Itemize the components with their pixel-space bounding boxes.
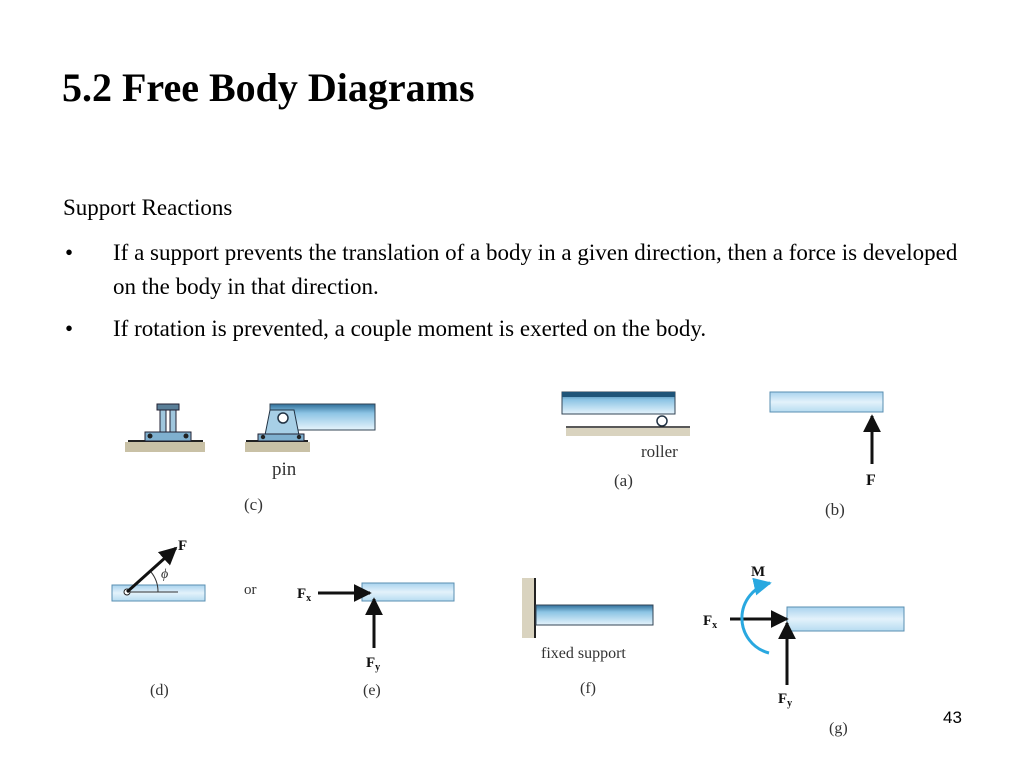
pin-fbd-resultant: [111, 546, 206, 602]
moment-m-label: M: [751, 564, 765, 580]
bullet-marker: •: [65, 240, 74, 265]
slide-title: 5.2 Free Body Diagrams: [62, 65, 475, 110]
figure-g-label: (g): [829, 720, 848, 737]
roller-fbd-beam: [769, 391, 884, 464]
figure-b-label: (b): [825, 500, 845, 519]
angle-phi-label: ϕ: [161, 567, 168, 582]
ground-hatch: [245, 442, 310, 452]
pin-fbd-components: [318, 582, 455, 648]
angle-arc: [150, 571, 159, 593]
moment-arrow: [740, 577, 772, 655]
roller-label: roller: [641, 442, 678, 461]
roller-support-beam: [561, 391, 690, 436]
ground-hatch: [125, 442, 205, 452]
figure-c-label: (c): [244, 495, 263, 514]
fx-label: Fx: [703, 613, 717, 631]
bullet-list: • If a support prevents the translation …: [63, 236, 963, 354]
fixed-support-beam: [522, 578, 654, 638]
force-f-label: F: [866, 472, 876, 489]
pin-support-beam: [245, 403, 376, 452]
bullet-item: • If rotation is prevented, a couple mom…: [63, 312, 963, 346]
figure-e-label: (e): [363, 682, 381, 699]
bullet-marker: •: [65, 316, 74, 341]
subheading: Support Reactions: [63, 195, 233, 220]
bullet-text: If rotation is prevented, a couple momen…: [113, 316, 707, 341]
figure-f-label: (f): [580, 680, 596, 697]
bullet-item: • If a support prevents the translation …: [63, 236, 963, 304]
pin-bracket-detail: [125, 403, 205, 452]
bullet-text: If a support prevents the translation of…: [113, 240, 958, 299]
support-reactions-figure: pin (c) roller (a) F (b) F ϕ or (d) Fx F…: [111, 391, 905, 737]
resultant-force-arrow: [125, 546, 178, 594]
or-label: or: [244, 582, 257, 598]
pin-label: pin: [272, 459, 297, 480]
page-number: 43: [943, 708, 962, 727]
fy-label: Fy: [778, 691, 792, 709]
fixed-support-label: fixed support: [541, 645, 626, 662]
force-f-label: F: [178, 538, 187, 554]
figure-d-label: (d): [150, 682, 169, 699]
fx-label: Fx: [297, 586, 311, 604]
fixed-fbd-beam: [730, 577, 905, 685]
fy-label: Fy: [366, 655, 380, 673]
figure-a-label: (a): [614, 471, 633, 490]
